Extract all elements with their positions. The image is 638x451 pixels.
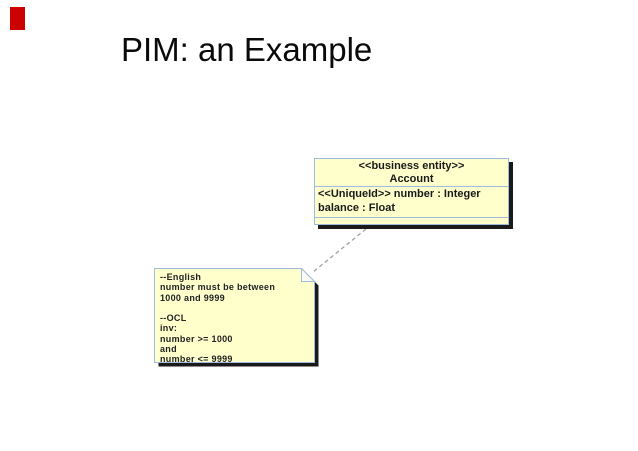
note-line: --OCL [160,313,187,324]
uml-note-constraint: --English number must be between 1000 an… [154,268,324,372]
note-line: number >= 1000 [160,333,233,344]
note-line: 1000 and 9999 [160,292,225,303]
note-body [154,268,315,363]
note-anchor-dashed-line [312,228,367,273]
note-line: inv: [160,323,178,334]
note-fold-corner [301,268,316,282]
class-attribute: <<UniqueId>> number : Integer [318,188,481,200]
class-operations-compartment [315,218,508,224]
slide-title: PIM: an Example [121,31,373,68]
note-line: number <= 9999 [160,354,233,365]
class-name: Account [389,173,434,185]
uml-class-box-account: <<business entity>> Account <<UniqueId>>… [314,158,509,225]
note-line: --English [160,272,202,282]
class-title-compartment: <<business entity>> Account [315,159,508,187]
note-shape [154,268,319,367]
slide-accent-bar [10,7,25,30]
note-line: and [160,344,177,355]
note-line [160,303,313,313]
note-line: number must be between [160,282,276,293]
class-attributes-compartment: <<UniqueId>> number : Integer balance : … [315,187,508,218]
note-text: --English number must be between 1000 an… [155,269,313,365]
class-stereotype: <<business entity>> [358,160,465,172]
class-attribute: balance : Float [318,201,396,214]
